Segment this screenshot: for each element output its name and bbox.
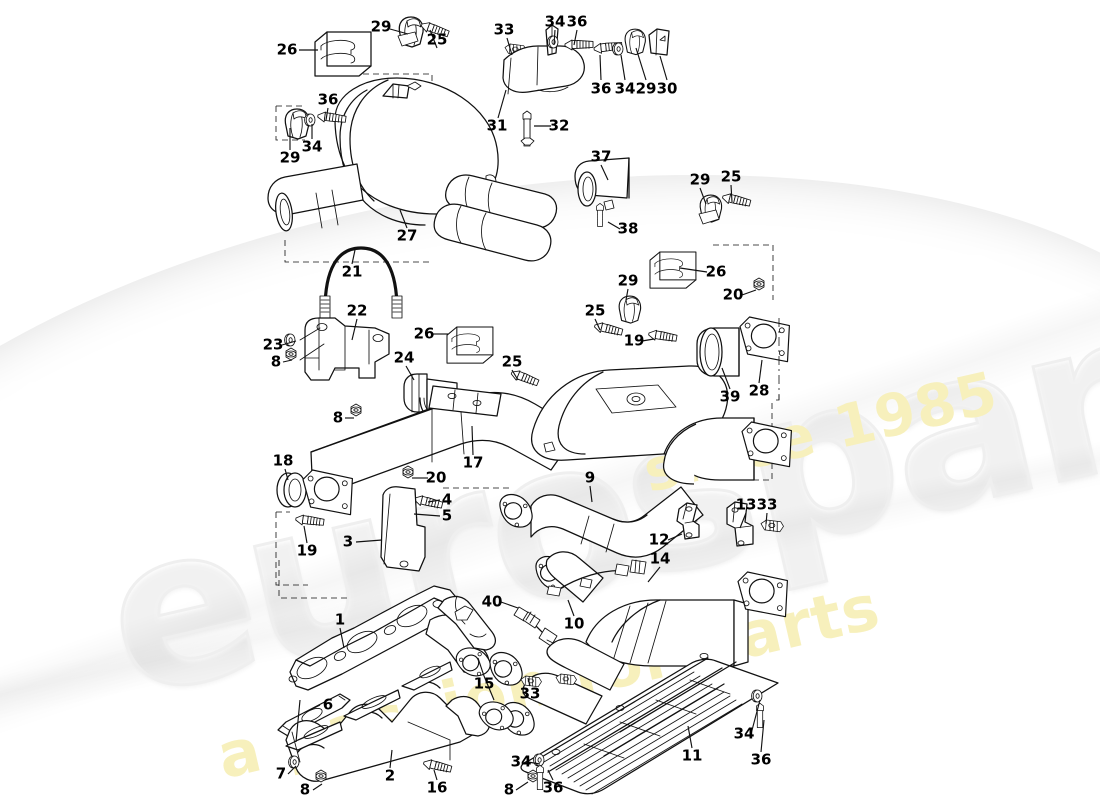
callout-33: 33 xyxy=(493,20,515,39)
callout-34: 34 xyxy=(544,12,566,31)
callout-34-c: 34 xyxy=(301,137,323,156)
callout-8-b: 8 xyxy=(332,408,344,427)
callout-25: 25 xyxy=(426,30,448,49)
callout-29-e: 29 xyxy=(617,271,639,290)
callout-23: 23 xyxy=(262,335,284,354)
callout-1: 1 xyxy=(334,610,346,629)
callout-9: 9 xyxy=(584,468,596,487)
callout-27: 27 xyxy=(396,226,418,245)
callout-8-c: 8 xyxy=(299,780,311,799)
callout-12: 12 xyxy=(648,530,670,549)
callout-8-a: 8 xyxy=(270,352,282,371)
callout-39: 39 xyxy=(719,387,741,406)
callout-4: 4 xyxy=(441,490,453,509)
callout-36-c: 36 xyxy=(317,90,339,109)
callout-16: 16 xyxy=(426,778,448,797)
callout-8-d: 8 xyxy=(503,780,515,799)
callout-15: 15 xyxy=(473,674,495,693)
callout-34-d: 34 xyxy=(733,724,755,743)
callout-14: 14 xyxy=(649,549,671,568)
callout-36-e: 36 xyxy=(750,750,772,769)
callout-25-b: 25 xyxy=(720,167,742,186)
callout-24: 24 xyxy=(393,348,415,367)
callout-26-c: 26 xyxy=(705,262,727,281)
callout-3: 3 xyxy=(342,532,354,551)
callout-7: 7 xyxy=(275,764,287,783)
callout-17: 17 xyxy=(462,453,484,472)
callout-30: 30 xyxy=(656,79,678,98)
callout-26-b: 26 xyxy=(413,324,435,343)
callout-36-d: 36 xyxy=(542,778,564,797)
callout-19-b: 19 xyxy=(296,541,318,560)
callout-34-b: 34 xyxy=(614,79,636,98)
callout-25-d: 25 xyxy=(584,301,606,320)
callout-34-c2: 34 xyxy=(510,752,532,771)
callout-10: 10 xyxy=(563,614,585,633)
callout-25-c: 25 xyxy=(501,352,523,371)
callout-36-b: 36 xyxy=(590,79,612,98)
callout-31: 31 xyxy=(486,116,508,135)
callout-11: 11 xyxy=(681,746,703,765)
callout-2: 2 xyxy=(384,766,396,785)
callout-29-b: 29 xyxy=(635,79,657,98)
callout-20-a: 20 xyxy=(722,285,744,304)
callout-5: 5 xyxy=(441,506,453,525)
callout-37: 37 xyxy=(590,147,612,166)
callout-19-a: 19 xyxy=(623,331,645,350)
callout-29-d: 29 xyxy=(689,170,711,189)
callout-32: 32 xyxy=(548,116,570,135)
callout-38: 38 xyxy=(617,219,639,238)
callout-40: 40 xyxy=(481,592,503,611)
callout-6: 6 xyxy=(322,695,334,714)
callout-20-b: 20 xyxy=(425,468,447,487)
callout-33-c: 33 xyxy=(519,684,541,703)
callout-33-b: 33 xyxy=(756,495,778,514)
callout-21: 21 xyxy=(341,262,363,281)
callout-13: 13 xyxy=(735,495,757,514)
callout-29: 29 xyxy=(370,17,392,36)
callout-22: 22 xyxy=(346,301,368,320)
callout-29-c: 29 xyxy=(279,148,301,167)
callout-26: 26 xyxy=(276,40,298,59)
callout-18: 18 xyxy=(272,451,294,470)
callout-36: 36 xyxy=(566,12,588,31)
callout-28: 28 xyxy=(748,381,770,400)
